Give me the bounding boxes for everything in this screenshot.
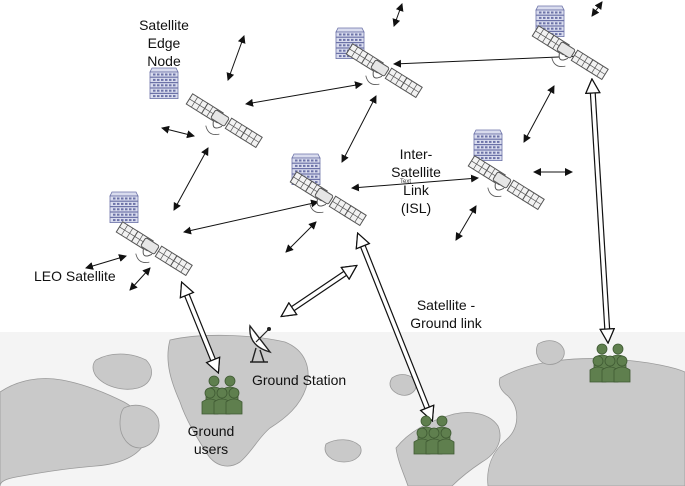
sat3-down-link bbox=[455, 205, 477, 241]
iceland-landmass bbox=[324, 439, 362, 463]
satellite-icon-sat5 bbox=[531, 25, 609, 81]
satellite-icon-sat2 bbox=[289, 171, 367, 227]
canada-islands-landmass bbox=[92, 353, 152, 390]
ground-station-label: Ground Station bbox=[252, 372, 347, 388]
satellite-icon-sat1 bbox=[115, 221, 193, 277]
baffin-landmass bbox=[119, 404, 160, 449]
sat4-up-link bbox=[392, 3, 404, 27]
edge-top-link bbox=[226, 35, 246, 81]
sat6-left-link bbox=[161, 125, 195, 139]
station-sat-link bbox=[282, 266, 356, 316]
edge-node-label-line2: Edge bbox=[147, 35, 181, 51]
sat2-sat3-link bbox=[351, 174, 479, 192]
people-group-icon-scandinavia bbox=[413, 415, 455, 455]
server-icon-edge-node bbox=[149, 67, 179, 100]
edge-node-label: Satellite Edge Node bbox=[124, 16, 204, 70]
ground-users-label: Ground users bbox=[176, 422, 246, 458]
satellite-icon-sat4 bbox=[345, 43, 423, 99]
server-icon-sat1 bbox=[109, 191, 139, 224]
edge-node-label-line1: Satellite bbox=[139, 17, 189, 33]
edge-node-label-line3: Node bbox=[147, 53, 181, 69]
sat-ground-link-scandinavia bbox=[358, 234, 432, 420]
sat4-sat2-link bbox=[341, 95, 377, 163]
sat6-sat1-link bbox=[173, 147, 209, 211]
russia-landmass bbox=[487, 358, 685, 486]
icons-layer bbox=[109, 5, 631, 455]
satellite-icon-sat3 bbox=[467, 155, 545, 211]
isl-tiny-text: Text bbox=[400, 179, 412, 185]
novaya-zemlya-landmass bbox=[536, 340, 565, 365]
ground-users-label-line2: users bbox=[193, 441, 229, 457]
satellite-icon-sat6 bbox=[185, 93, 263, 149]
leo-down-link bbox=[129, 267, 151, 291]
sat5-up-link bbox=[591, 1, 603, 17]
sat6-sat4-link bbox=[245, 81, 363, 107]
server-icon-sat3 bbox=[473, 129, 503, 162]
sat4-sat5-link bbox=[393, 52, 583, 68]
isl-label-line1: Inter- bbox=[399, 146, 433, 162]
ground-users-label-line1: Ground bbox=[187, 423, 235, 439]
satellite-dish-icon bbox=[249, 324, 272, 363]
world-map bbox=[0, 332, 685, 486]
isl-label-line3: Link bbox=[403, 182, 429, 198]
leo-left-link bbox=[85, 254, 127, 270]
sat-ground-link-russia bbox=[592, 80, 608, 342]
ground-link-label-line1: Satellite - bbox=[416, 297, 476, 313]
leo-ground-users-link bbox=[182, 283, 218, 372]
isl-label: Inter- Satellite Link (ISL) bbox=[378, 145, 454, 217]
ground-link-label-line2: Ground link bbox=[410, 315, 482, 331]
links-layer bbox=[85, 1, 608, 420]
leo-satellite-label: LEO Satellite bbox=[34, 268, 116, 284]
people-group-icon-russia bbox=[589, 343, 631, 383]
isl-label-line2: Satellite bbox=[391, 164, 441, 180]
sat2-down-link bbox=[285, 221, 317, 253]
sat5-sat3-link bbox=[523, 85, 555, 143]
people-group-icon-greenland bbox=[201, 375, 243, 415]
sat1-sat2-link bbox=[183, 199, 319, 235]
ground-link-label: Satellite - Ground link bbox=[396, 296, 496, 332]
isl-label-line4: (ISL) bbox=[400, 200, 432, 216]
